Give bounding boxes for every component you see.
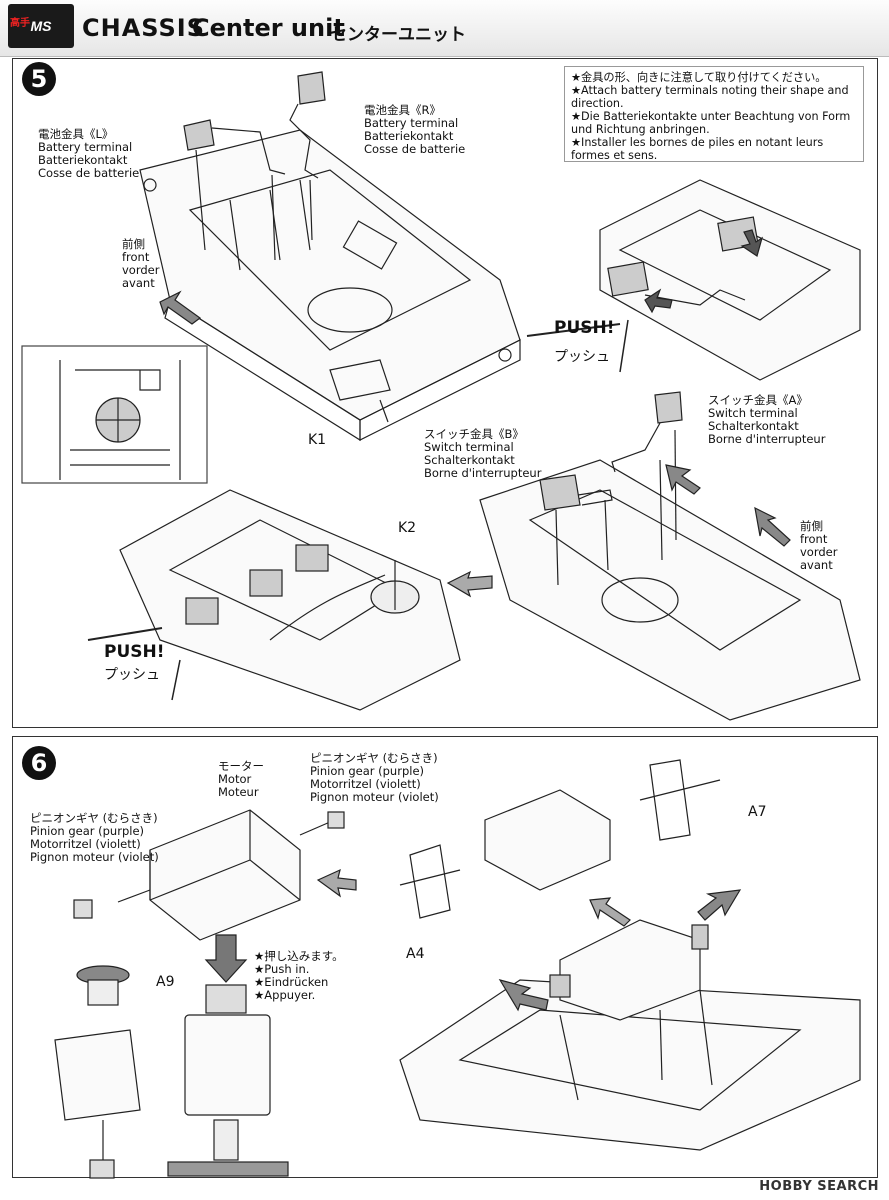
chassis-drawing-4	[479, 391, 861, 721]
logo-overlay: 高手	[10, 18, 30, 29]
switch-terminal-B-label: スイッチ金具《B》Switch terminal Schalterkontakt…	[424, 427, 542, 480]
push-in-label: ★押し込みます。★Push in. ★Eindrücken★Appuyer.	[254, 949, 344, 1002]
brand-logo: 高手 MS	[8, 4, 74, 48]
part-A9-label: A9	[156, 974, 175, 990]
push-label-1-jp: プッシュ	[554, 349, 610, 365]
push-label-1: PUSH!	[554, 318, 615, 338]
switch-terminal-A-label: スイッチ金具《A》Switch terminal Schalterkontakt…	[708, 393, 826, 446]
push-in-drawing	[54, 934, 289, 1179]
chassis-drawing-2	[599, 179, 861, 381]
page-header: 高手 MS CHASSIS Center unit センターユニット	[0, 0, 889, 57]
chassis-drawing-1	[139, 129, 521, 442]
section-title: Center unit	[192, 14, 345, 42]
part-A7-label: A7	[748, 804, 767, 820]
part-K2-label: K2	[398, 520, 417, 536]
step-5-number: 5	[22, 62, 56, 96]
pinion-gear-label-2: ピニオンギヤ (むらさき)Pinion gear (purple) Motorr…	[30, 811, 159, 864]
watermark: HOBBY SEARCH	[759, 1179, 879, 1194]
push-label-2-jp: プッシュ	[104, 667, 160, 683]
step-6-number: 6	[22, 746, 56, 780]
chassis-drawing-5	[399, 919, 861, 1151]
series-title: CHASSIS	[82, 14, 205, 42]
instruction-note: ★金具の形、向きに注意して取り付けてください。★Attach battery t…	[564, 66, 864, 162]
battery-terminal-L	[183, 119, 286, 261]
inset-chassis-detail	[59, 360, 181, 480]
part-A4-label: A4	[406, 946, 425, 962]
push-label-2: PUSH!	[104, 642, 165, 662]
part-K1-label: K1	[308, 432, 327, 448]
motor-mount-drawing	[399, 759, 721, 919]
motor-drawing	[73, 809, 345, 941]
chassis-drawing-3	[119, 489, 461, 711]
section-title-jp: センターユニット	[330, 25, 466, 45]
pinion-gear-label-1: ピニオンギヤ (むらさき)Pinion gear (purple) Motorr…	[310, 751, 439, 804]
battery-terminal-R	[289, 71, 326, 241]
